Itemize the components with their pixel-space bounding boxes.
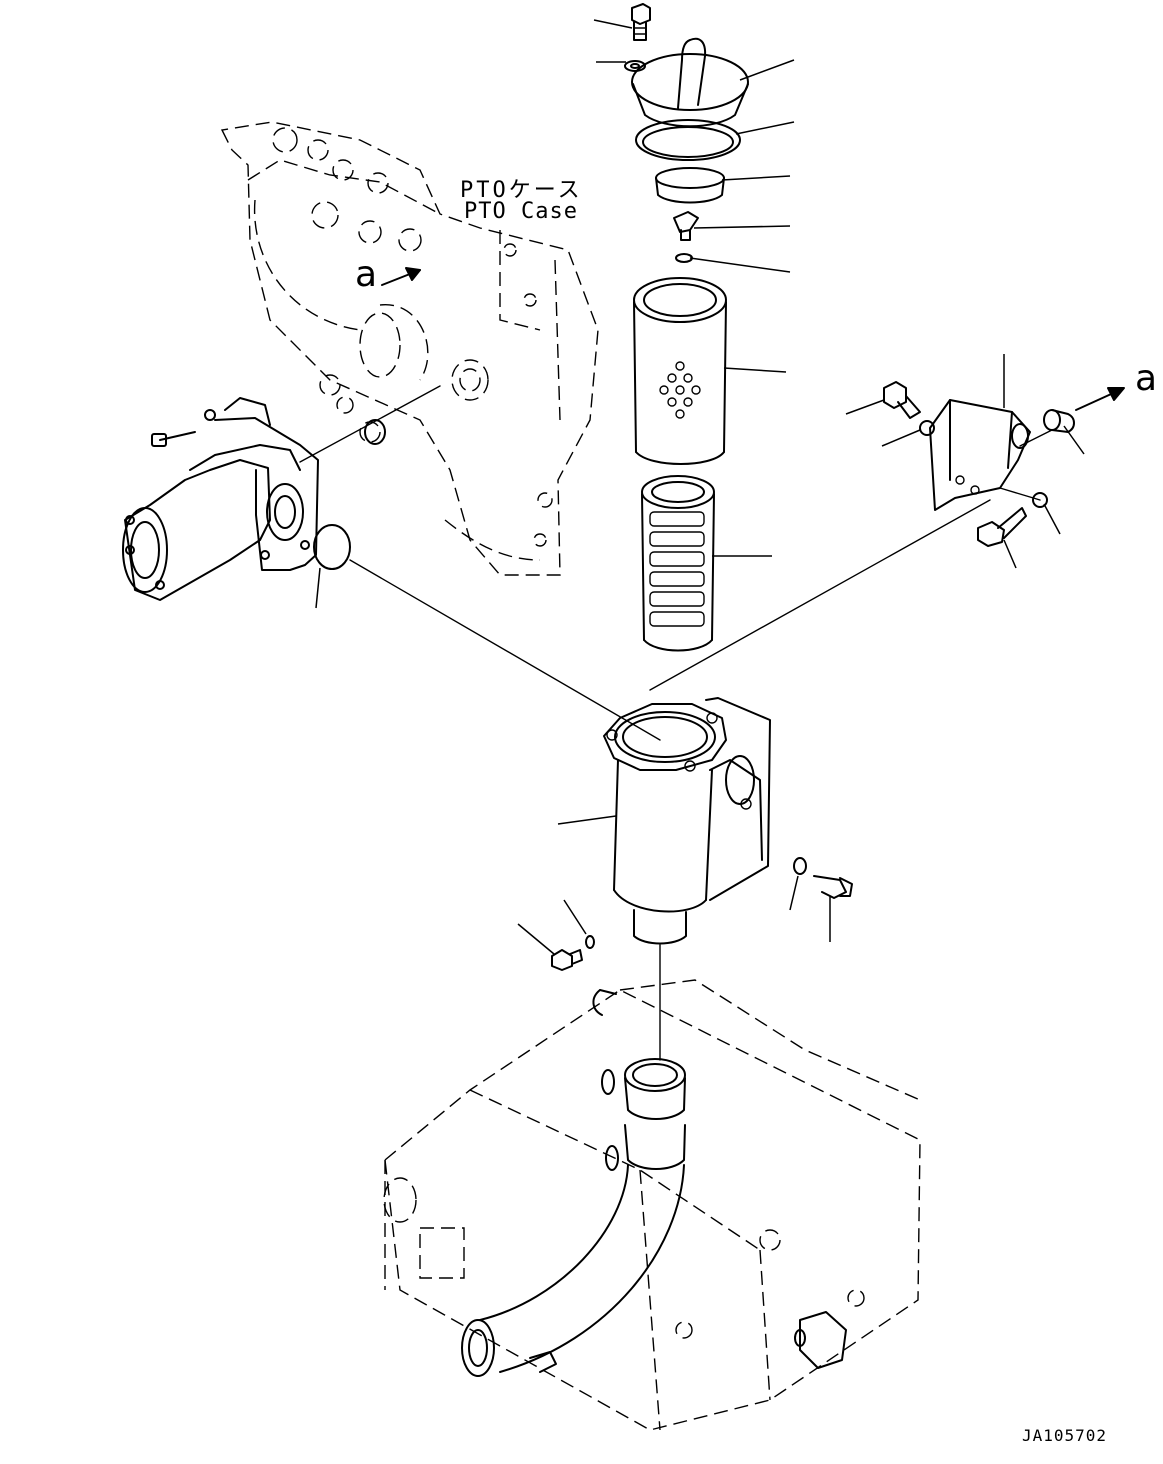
filter-housing — [603, 697, 771, 945]
view-marker-left: a — [355, 254, 378, 295]
hydraulic-pump — [122, 397, 319, 601]
filter-cap-assembly — [624, 3, 749, 263]
view-arrow-left — [381, 267, 421, 286]
assembly-lines — [299, 385, 1053, 1061]
pto-case-label-en: PTO Case — [464, 199, 578, 224]
view-marker-right: a — [1135, 358, 1158, 399]
view-arrow-right — [1075, 387, 1125, 411]
o-ring-pump — [313, 524, 351, 570]
mounting-bracket — [883, 381, 1075, 547]
drawing-number: JA105702 — [1022, 1426, 1108, 1445]
suction-pipe — [461, 1058, 686, 1377]
hydraulic-tank — [383, 979, 921, 1431]
o-ring-pto — [364, 419, 386, 445]
leader-lines — [315, 19, 1085, 955]
pto-case-label-jp: PTOケース — [460, 178, 583, 203]
tank-fittings — [592, 989, 847, 1369]
housing-bolts — [551, 857, 853, 971]
filter-element-outer — [633, 277, 727, 465]
pto-case-outline — [220, 121, 599, 576]
filter-strainer-inner — [641, 475, 715, 652]
